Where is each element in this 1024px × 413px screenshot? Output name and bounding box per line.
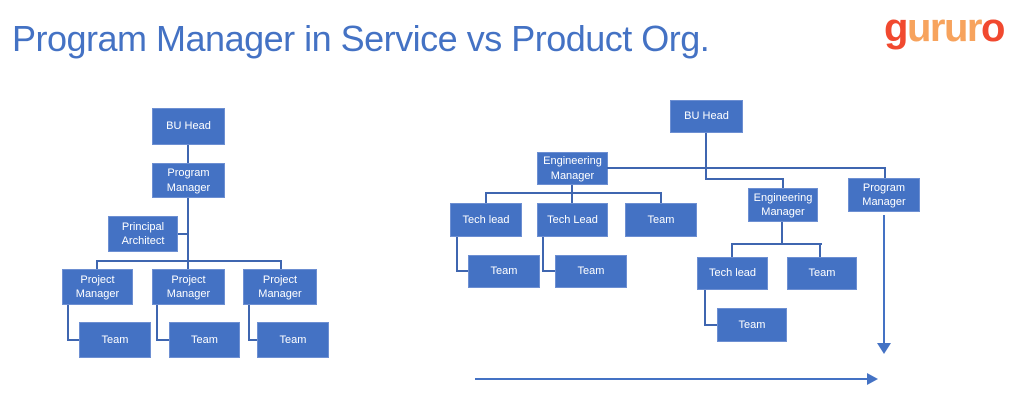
node-engineering-manager-1: Engineering Manager xyxy=(537,152,608,185)
elbow-tl1-team-v xyxy=(456,237,458,272)
gururo-logo: gururo xyxy=(884,6,1005,50)
connector-pgm-down xyxy=(187,198,189,269)
logo-letters-urur: urur xyxy=(906,6,983,50)
node-team-under-tl2: Team xyxy=(555,255,627,288)
node-team-1: Team xyxy=(79,322,151,358)
down-arrowhead-icon xyxy=(877,343,891,354)
elbow-pm2-team-v xyxy=(156,305,158,341)
connector-drop-team-em2 xyxy=(819,243,821,257)
elbow-tl2-team-h xyxy=(542,270,555,272)
node-team-under-em2: Team xyxy=(787,257,857,290)
node-bu-head: BU Head xyxy=(670,100,743,133)
connector-drop-tl2 xyxy=(571,192,573,203)
connector-drop-tl1 xyxy=(485,192,487,203)
page-title: Program Manager in Service vs Product Or… xyxy=(12,18,710,59)
elbow-tl1-team-h xyxy=(456,270,468,272)
connector-drop-pm3 xyxy=(280,260,282,269)
node-program-manager: Program Manager xyxy=(848,178,920,212)
elbow-pm3-team-h xyxy=(248,339,257,341)
connector-long-horizontal xyxy=(607,167,886,169)
connector-short-horizontal xyxy=(705,178,784,180)
node-project-manager-3: Project Manager xyxy=(243,269,317,305)
elbow-pm1-team-h xyxy=(67,339,79,341)
connector-drop-tl3 xyxy=(731,243,733,257)
node-engineering-manager-2: Engineering Manager xyxy=(748,188,818,222)
node-team-2: Team xyxy=(169,322,240,358)
timeline-arrow-line xyxy=(475,378,868,380)
connector-corner-program-manager xyxy=(884,167,886,178)
node-tech-lead-2: Tech Lead xyxy=(537,203,608,237)
elbow-pm2-team-h xyxy=(156,339,169,341)
connector-principal-architect-stub xyxy=(178,233,187,235)
connector-em1-down xyxy=(571,185,573,193)
connector-em2-down xyxy=(781,222,783,245)
connector-em2-distributor xyxy=(731,243,822,245)
node-team-under-tl1: Team xyxy=(468,255,540,288)
node-program-manager: Program Manager xyxy=(152,163,225,198)
logo-letter-g: g xyxy=(884,6,908,50)
node-principal-architect: Principal Architect xyxy=(108,216,178,252)
connector-corner-em2 xyxy=(782,178,784,188)
connector-em1-distributor xyxy=(485,192,662,194)
elbow-tl2-team-v xyxy=(542,237,544,272)
elbow-pm3-team-v xyxy=(248,305,250,341)
program-manager-down-arrow-line xyxy=(883,215,885,344)
node-project-manager-2: Project Manager xyxy=(152,269,225,305)
logo-letter-o: o xyxy=(980,6,1005,50)
node-bu-head: BU Head xyxy=(152,108,225,145)
connector-buhead-pgm xyxy=(187,145,189,163)
elbow-pm1-team-v xyxy=(67,305,69,341)
connector-buhead-down xyxy=(705,133,707,180)
node-tech-lead-3: Tech lead xyxy=(697,257,768,290)
elbow-tl3-team-v xyxy=(704,290,706,326)
connector-drop-team-em1 xyxy=(660,192,662,203)
node-team-under-em1: Team xyxy=(625,203,697,237)
connector-drop-pm1 xyxy=(96,260,98,269)
node-tech-lead-1: Tech lead xyxy=(450,203,522,237)
node-team-3: Team xyxy=(257,322,329,358)
elbow-tl3-team-h xyxy=(704,324,717,326)
node-team-under-tl3: Team xyxy=(717,308,787,342)
node-project-manager-1: Project Manager xyxy=(62,269,133,305)
right-arrowhead-icon xyxy=(867,373,878,385)
connector-distributor xyxy=(96,260,282,262)
